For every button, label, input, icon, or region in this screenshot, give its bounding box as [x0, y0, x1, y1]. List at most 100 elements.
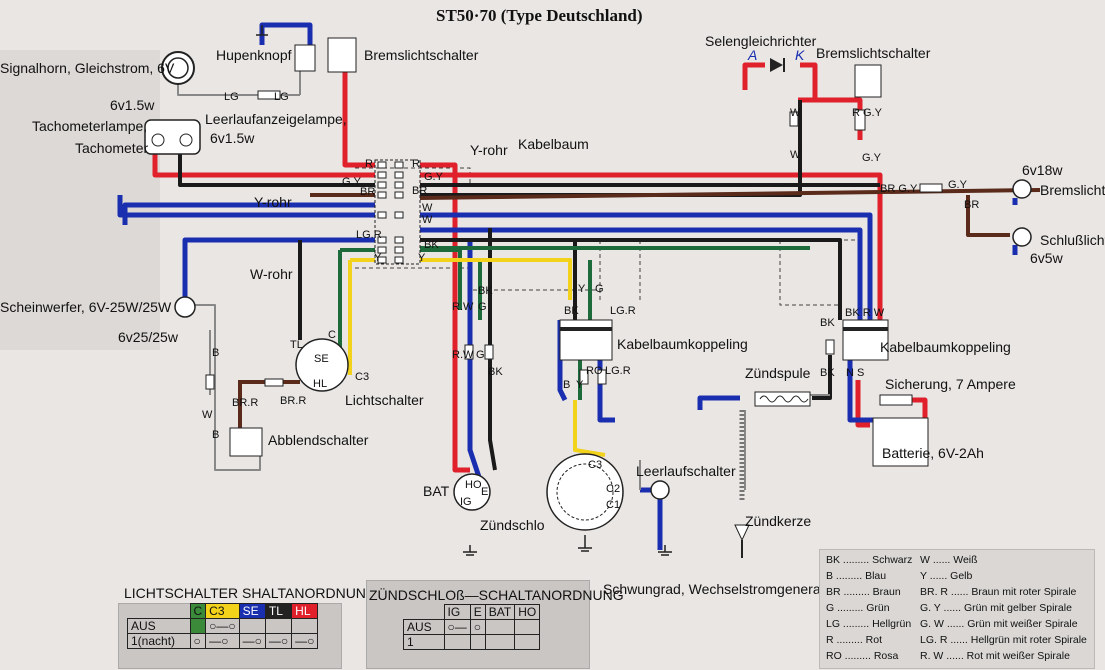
dimmer-switch-shape	[229, 427, 263, 457]
wire-label: R.W	[452, 301, 474, 313]
zs-row: 1	[403, 634, 445, 650]
wire-label: W	[422, 202, 433, 214]
legend-entry: R ......... Rot	[826, 634, 883, 646]
horn-button-shape	[294, 44, 316, 72]
headlight-label: Scheinwerfer, 6V-25W/25W	[0, 299, 172, 315]
legend-entry: B ......... Blau	[826, 570, 887, 582]
red-wires	[152, 62, 928, 473]
wire-label: B	[212, 429, 220, 441]
wire-label: W	[790, 107, 801, 119]
wire-label: B	[563, 379, 571, 391]
wire-label: N S	[846, 367, 865, 379]
wire-label: W	[790, 149, 801, 161]
diode-anode-label: A	[748, 47, 758, 63]
ls-c-label: C	[328, 329, 336, 341]
yellow-wires	[348, 258, 606, 457]
wire-label: BK	[564, 305, 579, 317]
ls-col: C3	[205, 603, 240, 619]
ignition-coil-shape	[754, 391, 811, 407]
diode-cathode-label: K	[795, 47, 805, 63]
wire-label: BK	[488, 366, 503, 378]
wire-label: BR	[360, 186, 376, 198]
zs-col: HO	[514, 604, 541, 620]
wire-label: BK	[478, 285, 493, 297]
legend-entry: Y ...... Gelb	[920, 570, 973, 582]
battery-shape	[872, 417, 929, 467]
gen-c2-label: C2	[606, 483, 621, 495]
y-tube-label-1: Y-rohr	[470, 142, 508, 158]
fuse-shape	[879, 394, 913, 406]
legend-entry: LG ......... Hellgrün	[826, 618, 912, 630]
wire-label: R	[365, 158, 373, 170]
y-tube-label-2: Y-rohr	[254, 194, 292, 210]
legend-entry: G. W ...... Grün mit weißer Spirale	[920, 618, 1078, 630]
ignition-coil-label: Zündspule	[745, 365, 811, 381]
light-switch-label: Lichtschalter	[345, 392, 424, 408]
gen-c3-label: C3	[588, 459, 603, 471]
legend-entry: R. W ...... Rot mit weißer Spirale	[920, 650, 1070, 662]
spark-plug-shape	[734, 524, 750, 542]
ignition-lock-shape	[453, 473, 491, 511]
light-switch-shape	[295, 338, 349, 392]
coupler-2-label: Kabelbaumkoppeling	[880, 339, 1011, 355]
brake-light-shape	[1012, 179, 1032, 199]
light-switch-table: C C3 SE TL HL AUS ○—○ 1(nacht) ○—○—○—○—○	[127, 603, 319, 649]
fuse-label: Sicherung, 7 Ampere	[885, 376, 1016, 392]
zs-bat-label: BAT	[423, 483, 450, 499]
w-tube-label: W-rohr	[250, 266, 293, 282]
dimmer-switch-label: Abblendschalter	[268, 432, 369, 448]
legend-entry: BR. R ...... Braun mit roter Spirale	[920, 586, 1077, 598]
zs-row: AUS	[403, 619, 445, 635]
wire-label: BR.R	[232, 397, 259, 409]
tacho-rating-label: 6v1.5w	[110, 97, 155, 113]
coupler-2-shape	[842, 319, 889, 361]
tail-light-shape	[1012, 227, 1032, 247]
horn-shape	[161, 51, 195, 85]
tacho-lamp-label: Tachometerlampe,	[32, 118, 148, 134]
wire-label: LG	[224, 91, 239, 103]
battery-label: Batterie, 6V-2Ah	[882, 445, 984, 461]
rectifier-label: Selengleichrichter	[705, 33, 817, 49]
wire-label: BR.R	[280, 395, 307, 407]
wire-label: BR	[964, 199, 980, 211]
wire-label: LG	[274, 91, 289, 103]
wire-label: BR	[412, 185, 428, 197]
wire-label: G	[595, 283, 604, 295]
tail-light-label: Schlußlicht	[1040, 232, 1105, 248]
zs-ig-label: IG	[460, 496, 472, 508]
wire-label: G.Y	[424, 171, 443, 183]
legend-entry: BR ......... Braun	[826, 586, 901, 598]
neutral-switch-shape	[650, 480, 670, 500]
wire-label: Y	[576, 379, 584, 391]
wire-label: BK	[424, 239, 439, 251]
green-wires	[338, 246, 810, 400]
signalhorn-label: Signalhorn, Gleichstrom, 6V	[0, 60, 175, 76]
margin-band	[0, 50, 160, 350]
ground-symbols	[256, 25, 672, 556]
wire-label: B	[212, 347, 220, 359]
wire-label: Y	[374, 252, 382, 264]
wire-label: R.W	[452, 349, 474, 361]
coupler-1-shape	[559, 319, 613, 361]
ignition-table: IG E BAT HO AUS ○—○ 1	[403, 604, 541, 650]
wire-label: Y	[418, 252, 426, 264]
brake-light-label: Bremslicht	[1040, 182, 1105, 198]
legend-entry: BK ......... Schwarz	[826, 554, 913, 566]
legend-entry: G ......... Grün	[826, 602, 890, 614]
headlight-rating-label: 6v25/25w	[118, 329, 178, 345]
zs-col: IG	[443, 604, 471, 620]
ls-col: SE	[238, 603, 266, 619]
wire-label: LG.R	[605, 365, 631, 377]
rear-brake-switch-label: Bremslichtschalter	[816, 45, 931, 61]
wire-label: W	[422, 214, 433, 226]
wire-label: R	[412, 158, 420, 170]
ignition-lock-label: Zündschlo	[480, 517, 545, 533]
ls-tl-label: TL	[290, 339, 303, 351]
wire-label: LG.R	[356, 229, 382, 241]
diagram-title: ST50·70 (Type Deutschland)	[436, 6, 643, 25]
wire-label: LG.R	[610, 305, 636, 317]
rectifier-diode-shape	[770, 58, 783, 72]
tail-light-rating-label: 6v5w	[1030, 250, 1063, 266]
neutral-lamp-rating-label: 6v1.5w	[210, 130, 255, 146]
